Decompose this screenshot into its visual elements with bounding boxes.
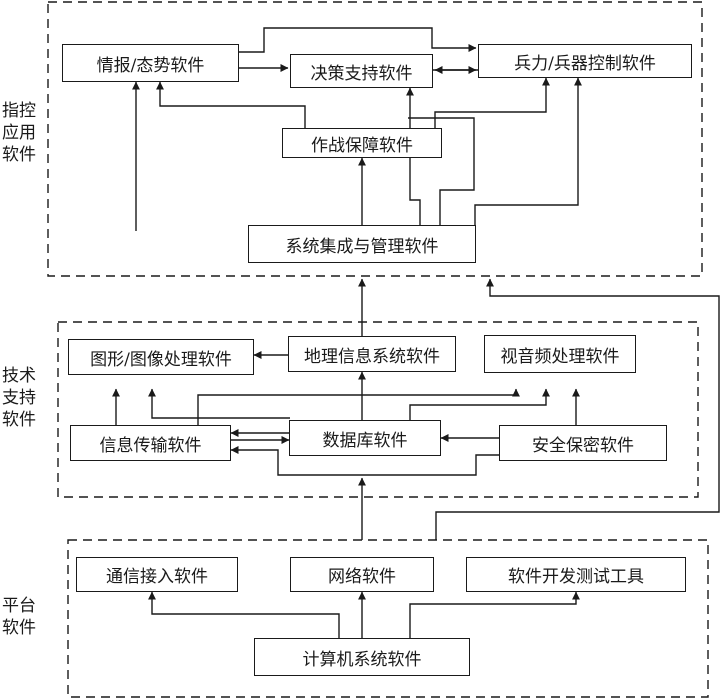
audio-video-box: 视音频处理软件 xyxy=(484,335,636,373)
combat-support-box: 作战保障软件 xyxy=(282,128,442,158)
platform-layer-frame xyxy=(67,539,709,698)
dev-test-tools-box: 软件开发测试工具 xyxy=(466,557,686,592)
arrow-intel-to-weapon-top xyxy=(239,27,477,53)
info-transfer-box: 信息传输软件 xyxy=(70,425,231,461)
arrow-integration-to-weapon xyxy=(474,77,582,231)
arrow-computer-to-devtools xyxy=(409,591,580,638)
intel-situation-box: 情报/态势软件 xyxy=(62,44,239,82)
weapon-control-box: 兵力/兵器控制软件 xyxy=(478,44,692,78)
command-layer-label: 指控 应用 软件 xyxy=(2,100,42,166)
security-box: 安全保密软件 xyxy=(499,425,667,461)
tech-label-line1: 技术 xyxy=(2,366,36,386)
line-integration-to-decision-right xyxy=(408,117,475,225)
database-box: 数据库软件 xyxy=(289,420,441,456)
arrow-support-to-intel xyxy=(156,81,306,128)
tech-layer-label: 技术 支持 软件 xyxy=(2,365,42,431)
decision-support-box: 决策支持软件 xyxy=(290,54,433,88)
tech-layer-frame xyxy=(57,321,699,498)
comm-access-box: 通信接入软件 xyxy=(76,557,238,592)
gis-box: 地理信息系统软件 xyxy=(288,336,456,372)
system-integration-box: 系统集成与管理软件 xyxy=(248,225,476,263)
computer-system-box: 计算机系统软件 xyxy=(254,638,470,676)
platform-label-line1: 平台 xyxy=(2,596,36,616)
arrow-security-to-transfer xyxy=(230,446,499,476)
arrow-database-to-graphics xyxy=(148,388,290,419)
arrow-platform-to-command xyxy=(435,278,720,540)
arrow-computer-to-comm xyxy=(148,591,340,638)
arrow-support-to-weapon xyxy=(434,77,550,128)
platform-layer-label: 平台 软件 xyxy=(2,595,42,639)
arrow-db-to-av-mid xyxy=(409,388,550,420)
tech-label-line3: 软件 xyxy=(2,410,36,430)
arrow-database-to-av xyxy=(197,388,520,425)
network-box: 网络软件 xyxy=(290,557,434,592)
command-label-line3: 软件 xyxy=(2,145,36,165)
graphics-image-box: 图形/图像处理软件 xyxy=(68,339,254,375)
command-label-line1: 指控 xyxy=(2,101,36,121)
tech-label-line2: 支持 xyxy=(2,388,36,408)
command-label-line2: 应用 xyxy=(2,123,36,143)
command-layer-frame xyxy=(47,1,703,277)
platform-label-line2: 软件 xyxy=(2,618,36,638)
